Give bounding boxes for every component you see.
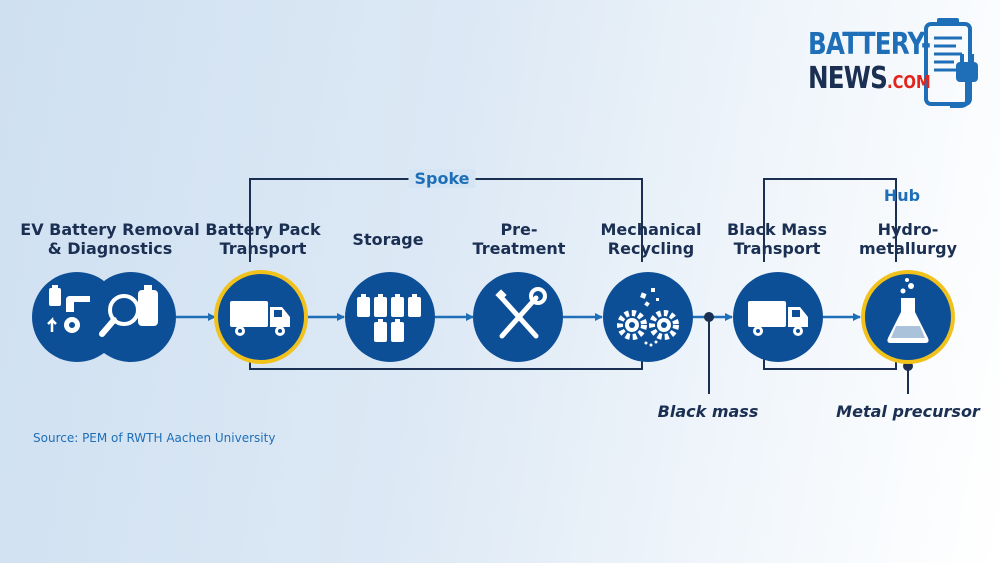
hub-label: Hub — [883, 186, 921, 205]
source-note: Source: PEM of RWTH Aachen University — [33, 431, 276, 445]
logo-line1: BATTERY- — [808, 27, 931, 62]
step-label-line1: Battery Pack — [205, 220, 321, 239]
step-label-line2: Transport — [219, 239, 307, 258]
step-label-line2: metallurgy — [858, 239, 958, 258]
step-label-line1: Pre- — [500, 220, 538, 239]
truck-icon — [748, 301, 808, 336]
node-storage — [345, 272, 435, 362]
logo-news: NEWS — [808, 61, 888, 96]
gears-icon — [617, 288, 679, 347]
node-mechanical — [603, 272, 693, 362]
logo-line2: NEWS.COM — [808, 61, 931, 100]
node-blackmass-transport — [733, 272, 823, 362]
metal-precursor-output-line — [903, 361, 913, 394]
step-label-pretreatment: Pre- Treatment — [473, 220, 566, 258]
battery-logo-icon — [924, 18, 978, 108]
car-lift-icon — [47, 285, 90, 333]
node-pack-transport — [214, 270, 308, 364]
step-label-line1: Storage — [352, 230, 424, 249]
step-label-pack-transport: Battery Pack Transport — [205, 220, 320, 258]
step-label-line2: Transport — [733, 239, 821, 258]
step-label-line2: Recycling — [607, 239, 695, 258]
node-pretreatment — [473, 272, 563, 362]
hub-bracket — [763, 178, 897, 370]
logo-com: .COM — [886, 72, 931, 93]
magnifier-battery-icon — [99, 285, 158, 337]
spoke-label: Spoke — [408, 169, 476, 188]
step-label-storage: Storage — [352, 230, 423, 249]
flask-icon — [887, 278, 929, 343]
step-label-mechanical: Mechanical Recycling — [600, 220, 701, 258]
step-label-line1: Black Mass — [727, 220, 827, 239]
spoke-bracket — [249, 178, 643, 370]
step-label-removal: EV Battery Removal & Diagnostics — [20, 220, 199, 258]
truck-icon — [230, 301, 290, 336]
step-label-line2: & Diagnostics — [47, 239, 173, 258]
step-label-line1: Hydro- — [877, 220, 939, 239]
battery-cells-icon — [357, 294, 421, 342]
black-mass-label: Black mass — [657, 402, 759, 421]
step-label-line1: Mechanical — [600, 220, 702, 239]
node-hydrometallurgy — [861, 270, 955, 364]
battery-news-logo: BATTERY- NEWS.COM — [808, 27, 931, 100]
step-label-line1: EV Battery Removal — [20, 220, 200, 239]
node-removal — [32, 272, 176, 362]
metal-precursor-label: Metal precursor — [836, 402, 980, 421]
step-label-hydro: Hydro- metallurgy — [859, 220, 957, 258]
step-label-blackmass-transport: Black Mass Transport — [727, 220, 827, 258]
step-label-line2: Treatment — [472, 239, 566, 258]
black-mass-output-line — [704, 312, 714, 394]
tools-icon — [495, 287, 547, 339]
